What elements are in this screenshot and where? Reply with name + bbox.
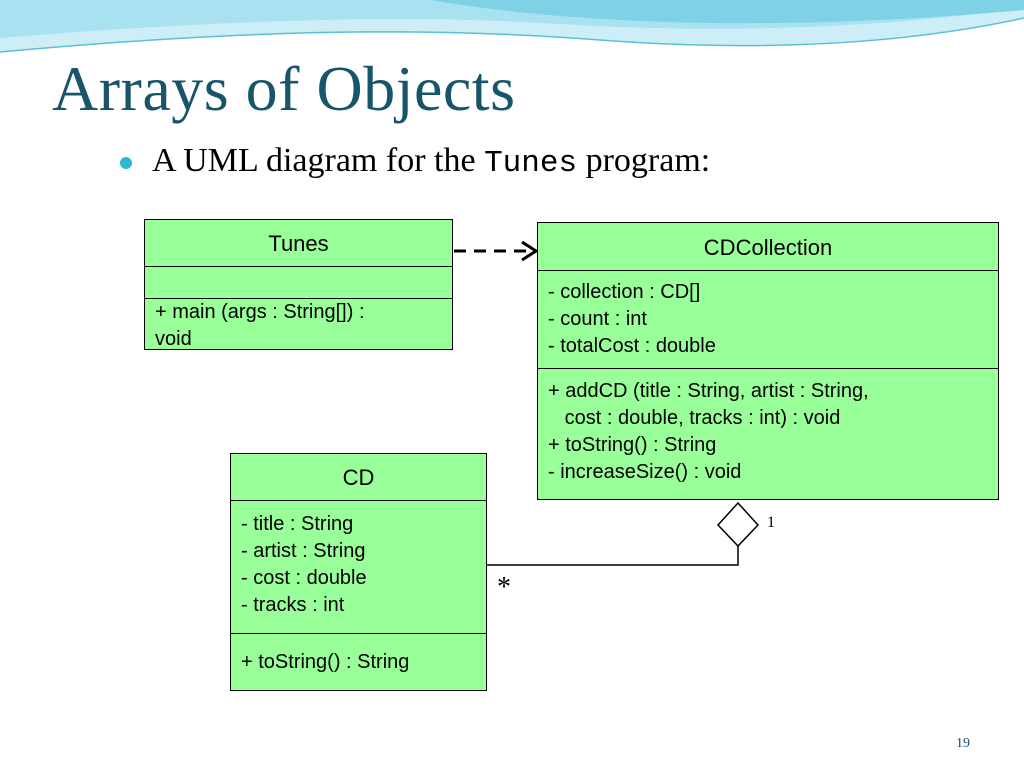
class-cd: CD - title : String - artist : String - … [230, 453, 487, 691]
class-name: CDCollection [703, 235, 833, 260]
operation: + addCD (title : String, artist : String… [548, 380, 869, 402]
operation: + toString() : String [548, 434, 717, 456]
slide-title: Arrays of Objects [52, 53, 516, 124]
operation: + toString() : String [241, 651, 410, 673]
class-name: CD [342, 465, 375, 490]
attribute: - title : String [241, 513, 354, 535]
operation: void [155, 328, 192, 350]
attribute: - collection : CD[] [548, 281, 701, 303]
operations-compartment: + toString() : String [231, 633, 486, 676]
header-wave-decoration [0, 0, 1024, 53]
attribute: - tracks : int [241, 594, 345, 616]
attributes-compartment: - title : String - artist : String - cos… [231, 500, 486, 633]
operation: - increaseSize() : void [548, 461, 742, 483]
operations-compartment: + addCD (title : String, artist : String… [538, 368, 998, 486]
page-number: 19 [956, 736, 970, 751]
aggregation-line [487, 546, 739, 566]
multiplicity-part: * [497, 572, 511, 603]
aggregation-diamond [716, 501, 760, 548]
class-cdcollection: CDCollection - collection : CD[] - count… [537, 222, 999, 500]
class-tunes: Tunes + main (args : String[]) : void [144, 219, 453, 350]
attributes-compartment: - collection : CD[] - count : int - tota… [538, 270, 998, 368]
dependency-arrowhead [521, 240, 539, 262]
attribute: - artist : String [241, 540, 366, 562]
attribute: - cost : double [241, 567, 367, 589]
attribute: - totalCost : double [548, 335, 716, 357]
bullet-code-tunes: Tunes [484, 146, 578, 181]
bullet-text-suffix: program: [577, 142, 711, 179]
bullet-point: A UML diagram for the Tunes program: [120, 142, 711, 181]
operation: + main (args : String[]) : [155, 301, 365, 323]
multiplicity-whole: 1 [767, 514, 775, 531]
operations-compartment: + main (args : String[]) : void [145, 298, 452, 353]
bullet-text-prefix: A UML diagram for the [152, 142, 485, 179]
attribute: - count : int [548, 308, 647, 330]
bullet-icon [120, 157, 132, 169]
operation: cost : double, tracks : int) : void [548, 407, 841, 429]
attributes-compartment [145, 266, 452, 298]
class-name: Tunes [268, 231, 329, 256]
